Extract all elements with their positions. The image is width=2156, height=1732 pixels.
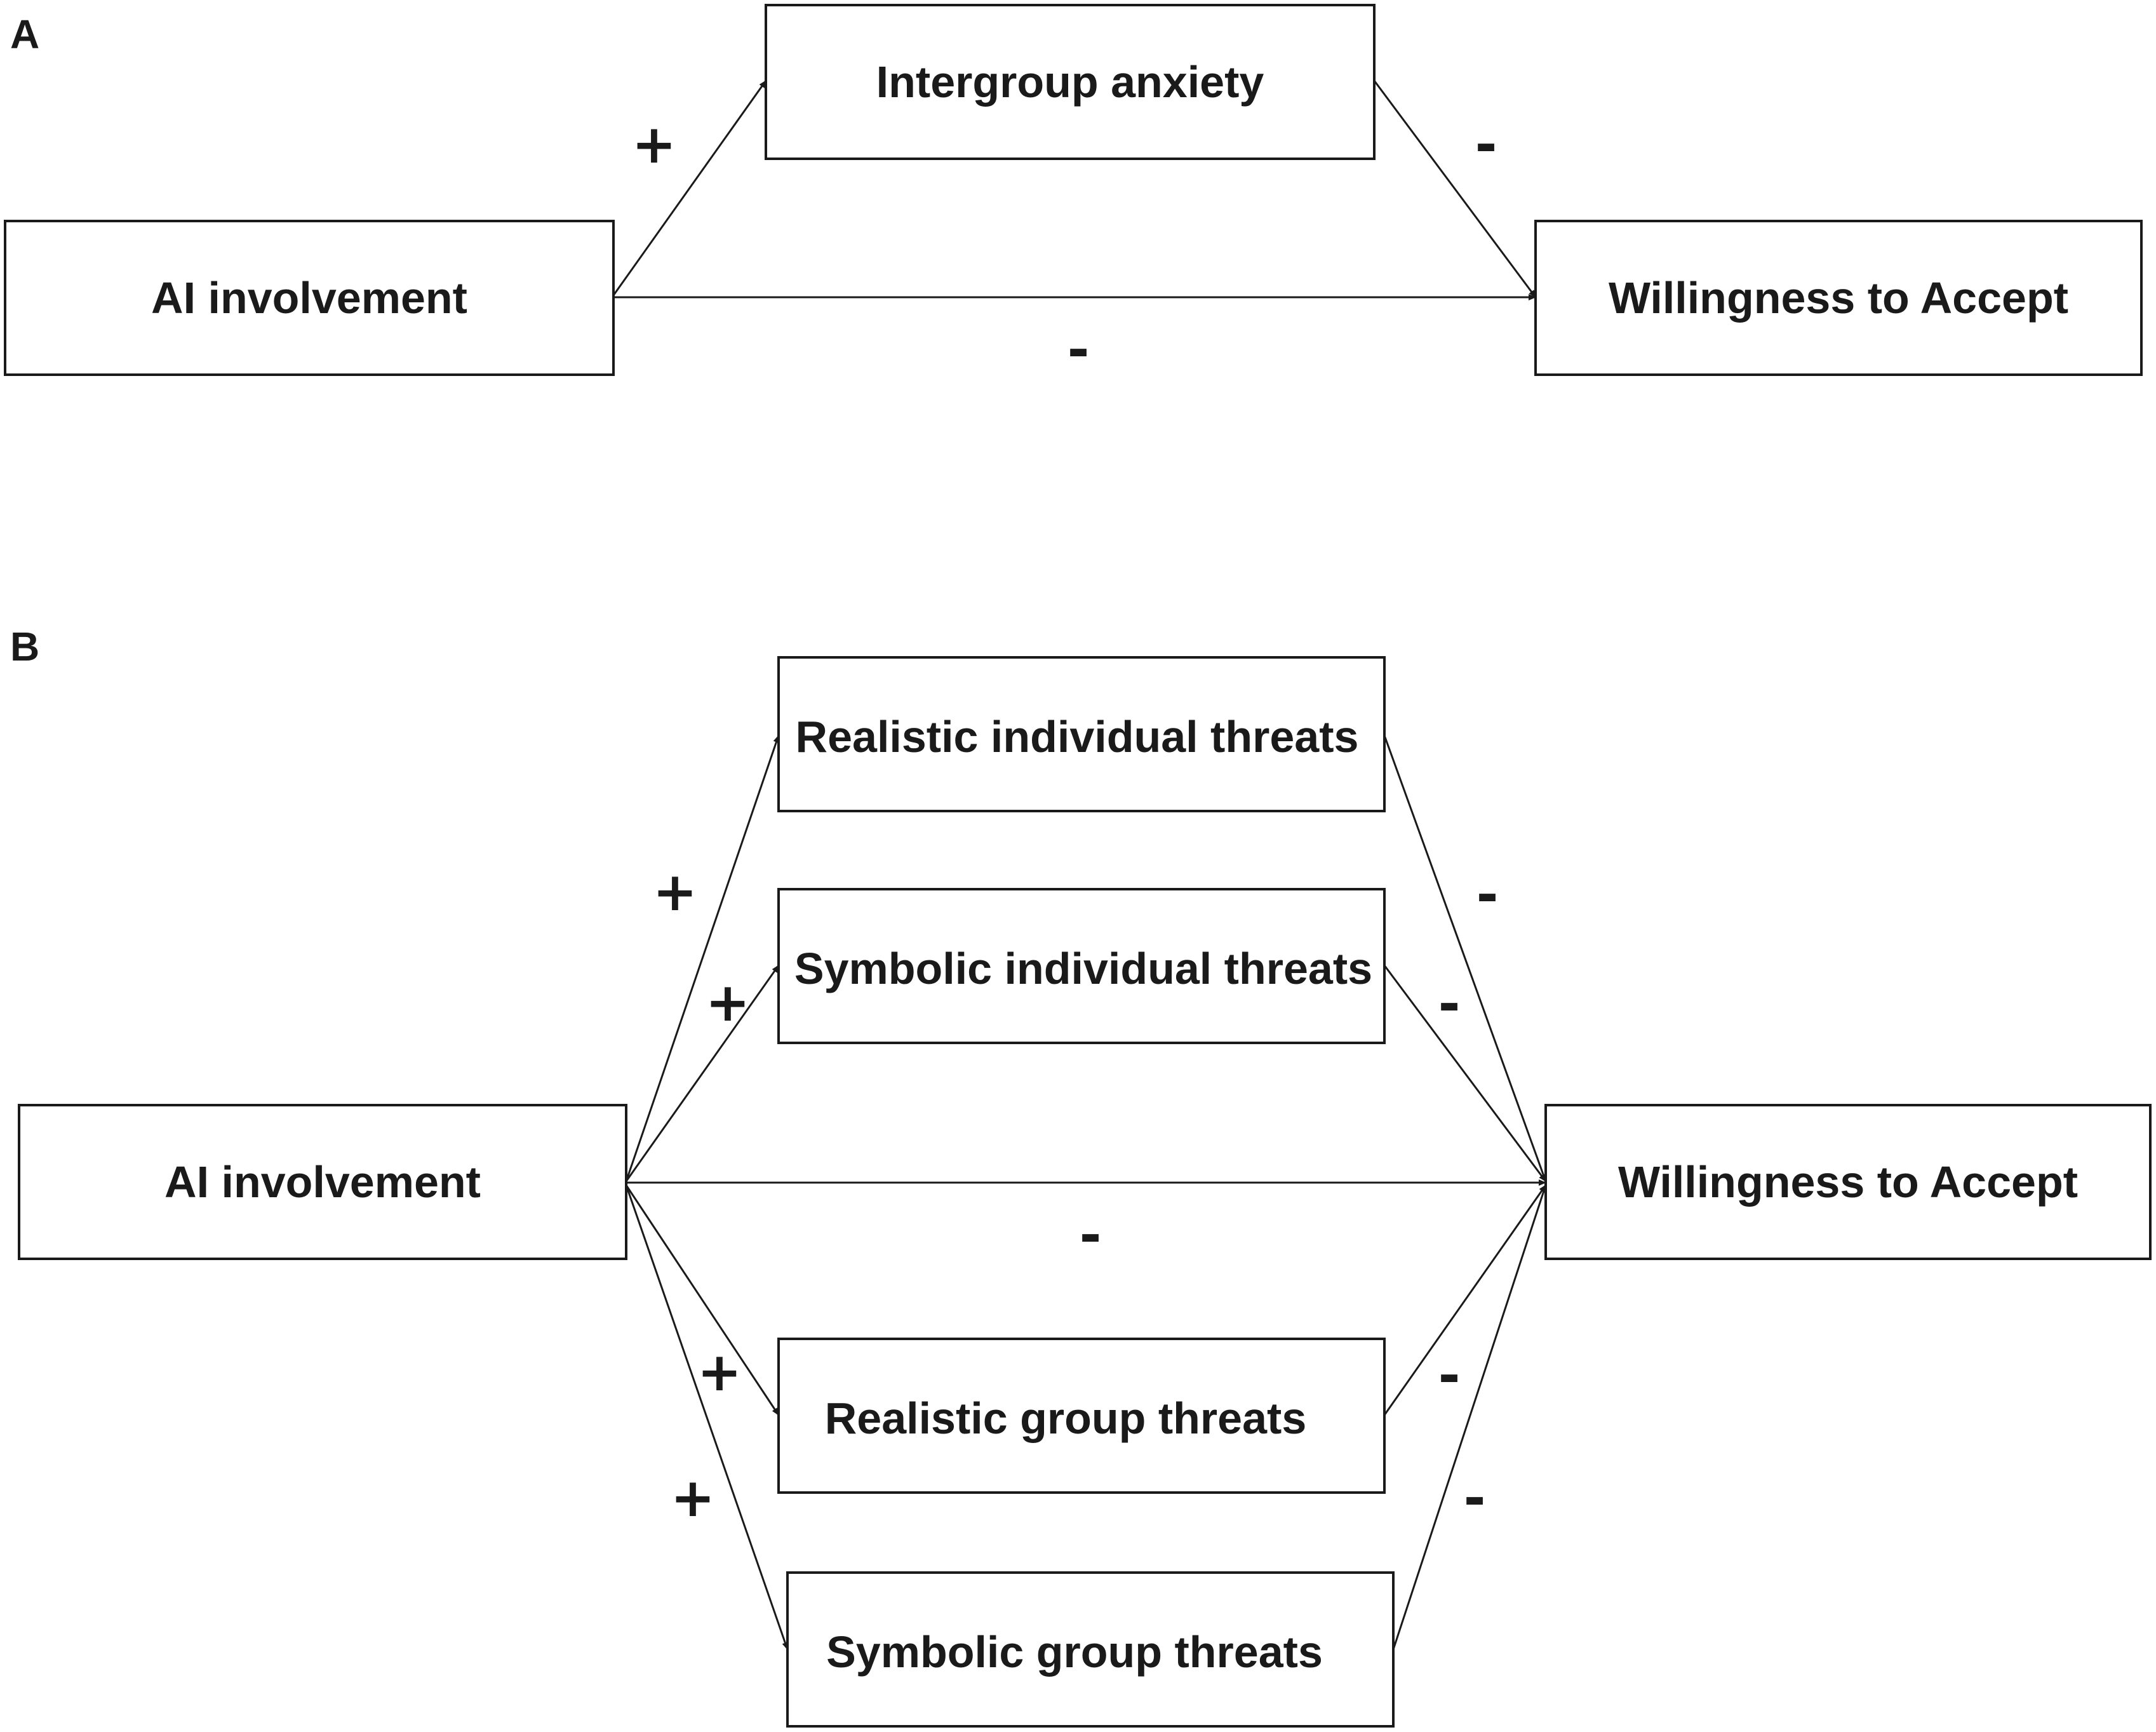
edge-ai-to-symbolic-individual [625, 965, 780, 1182]
panel-a-letter: A [10, 11, 39, 57]
edge-ai-to-symbolic-group [625, 1185, 789, 1650]
node-realistic-group-threats: Realistic group threats [777, 1338, 1386, 1494]
svg-text:Realistic individual threats: Realistic individual threats [796, 712, 1359, 762]
edge-ai-to-realistic-group [625, 1185, 780, 1416]
node-symbolic-group-threats: Symbolic group threats [786, 1571, 1395, 1728]
sign-symbolic-group-to-willingness: - [1464, 1467, 1486, 1529]
panel-b-letter: B [10, 624, 39, 669]
node-intergroup-anxiety: Intergroup anxiety [765, 4, 1376, 160]
sign-ai-to-anxiety: + [632, 113, 676, 175]
svg-text:Symbolic individual threats: Symbolic individual threats [794, 944, 1372, 993]
svg-text:Intergroup anxiety: Intergroup anxiety [876, 57, 1264, 107]
edge-symbolic-group-to-willingness [1392, 1185, 1547, 1650]
edge-symbolic-individual-to-willingness [1383, 965, 1547, 1182]
svg-text:Willingness to Accept: Willingness to Accept [1609, 273, 2068, 323]
sign-ai-to-willingness-a: - [1068, 318, 1090, 380]
edge-realistic-group-to-willingness [1383, 1185, 1547, 1416]
node-ai-involvement-a: AI involvement [4, 220, 615, 376]
sign-ai-to-symbolic-group: + [671, 1467, 715, 1529]
sign-symbolic-individual-to-willingness: - [1438, 972, 1461, 1035]
sign-ai-to-realistic-individual: + [653, 861, 697, 923]
svg-text:AI involvement: AI involvement [164, 1157, 481, 1207]
node-willingness-b: Willingness to Accept [1544, 1104, 2152, 1260]
sign-ai-to-symbolic-individual: + [706, 971, 750, 1033]
edge-ai-to-intergroup-anxiety [612, 80, 767, 296]
svg-text:Willingness to Accept: Willingness to Accept [1618, 1157, 2078, 1207]
node-willingness-a: Willingness to Accept [1534, 220, 2143, 376]
node-symbolic-individual-threats: Symbolic individual threats [777, 888, 1386, 1044]
panel-a: A AI involvement Intergroup anxiety Will… [4, 4, 2143, 380]
edge-realistic-individual-to-willingness [1383, 735, 1547, 1182]
sign-realistic-individual-to-willingness: - [1476, 863, 1499, 925]
svg-text:Realistic group threats: Realistic group threats [825, 1393, 1307, 1443]
edge-ai-to-realistic-individual [625, 735, 780, 1182]
sign-ai-to-willingness-b: - [1080, 1204, 1102, 1266]
svg-text:AI involvement: AI involvement [151, 273, 467, 323]
node-ai-involvement-b: AI involvement [18, 1104, 627, 1260]
node-realistic-individual-threats: Realistic individual threats [777, 656, 1386, 812]
svg-text:Symbolic group threats: Symbolic group threats [826, 1627, 1323, 1677]
sign-realistic-group-to-willingness: - [1438, 1344, 1461, 1406]
edge-intergroup-anxiety-to-willingness [1373, 80, 1537, 298]
panel-b: B AI involvement Realistic individual th… [10, 624, 2152, 1728]
sign-anxiety-to-willingness: - [1475, 113, 1497, 175]
sign-ai-to-realistic-group: + [697, 1341, 742, 1403]
